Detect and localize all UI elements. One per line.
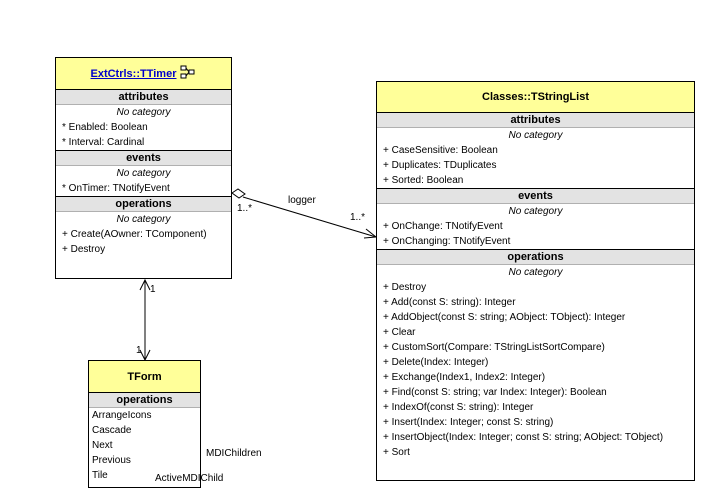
section-events: events	[56, 151, 231, 166]
operation-item: + Clear	[383, 327, 416, 338]
multiplicity-label: 1..*	[350, 212, 366, 223]
section-operations: operations	[377, 250, 694, 265]
operation-item: + Destroy	[383, 282, 427, 293]
active-mdi-child-label: ActiveMDIChild	[155, 473, 224, 484]
event-item: + OnChange: TNotifyEvent	[383, 221, 503, 232]
section-operations: operations	[89, 393, 200, 408]
class-title-link[interactable]: ExtCtrls::TTimer	[90, 67, 177, 80]
mdi-children-label: MDIChildren	[206, 448, 262, 459]
multiplicity-label: 1	[136, 345, 142, 356]
category-label: No category	[508, 130, 563, 141]
attribute-item: * Enabled: Boolean	[62, 122, 148, 133]
class-ttimer[interactable]: ExtCtrls::TTimer attributes No category …	[55, 57, 232, 279]
class-tform[interactable]: TForm operations ArrangeIcons Cascade Ne…	[88, 360, 201, 488]
event-item: + OnChanging: TNotifyEvent	[383, 236, 511, 247]
component-icon	[180, 65, 196, 82]
operation-item: + Create(AOwner: TComponent)	[62, 229, 207, 240]
section-operations: operations	[56, 197, 231, 212]
operation-item: + IndexOf(const S: string): Integer	[383, 402, 534, 413]
aggregation-diamond	[231, 188, 246, 199]
operation-item: Next	[92, 440, 113, 451]
section-attributes: attributes	[377, 113, 694, 128]
attribute-item: + Duplicates: TDuplicates	[383, 160, 497, 171]
section-attributes: attributes	[56, 90, 231, 105]
category-label: No category	[116, 168, 171, 179]
operation-item: Previous	[92, 455, 131, 466]
operation-item: + Insert(Index: Integer; const S: string…	[383, 417, 554, 428]
operation-item: + Add(const S: string): Integer	[383, 297, 516, 308]
category-label: No category	[508, 206, 563, 217]
category-label: No category	[116, 214, 171, 225]
attribute-item: * Interval: Cardinal	[62, 137, 145, 148]
operation-item: Tile	[92, 470, 108, 481]
category-label: No category	[508, 267, 563, 278]
operation-item: + Exchange(Index1, Index2: Integer)	[383, 372, 546, 383]
multiplicity-label: 1..*	[237, 203, 253, 214]
operation-item: + CustomSort(Compare: TStringListSortCom…	[383, 342, 605, 353]
section-events: events	[377, 189, 694, 204]
logger-role-label: logger	[288, 195, 316, 206]
class-header: Classes::TStringList	[377, 82, 694, 113]
class-tstringlist[interactable]: Classes::TStringList attributes No categ…	[376, 81, 695, 481]
operation-item: + InsertObject(Index: Integer; const S: …	[383, 432, 664, 443]
event-item: * OnTimer: TNotifyEvent	[62, 183, 170, 194]
logger-association-line	[242, 196, 377, 238]
operation-item: Cascade	[92, 425, 132, 436]
operation-item: ArrangeIcons	[92, 410, 152, 421]
operation-item: + Find(const S: string; var Index: Integ…	[383, 387, 607, 398]
operation-item: + Destroy	[62, 244, 106, 255]
timer-arrowhead	[139, 278, 151, 291]
attribute-item: + Sorted: Boolean	[383, 175, 464, 186]
category-label: No category	[116, 107, 171, 118]
attribute-item: + CaseSensitive: Boolean	[383, 145, 498, 156]
multiplicity-label: 1	[150, 284, 156, 295]
class-header: ExtCtrls::TTimer	[56, 58, 231, 90]
operation-item: + Delete(Index: Integer)	[383, 357, 489, 368]
operation-item: + Sort	[383, 447, 410, 458]
operation-item: + AddObject(const S: string; AObject: TO…	[383, 312, 626, 323]
class-header: TForm	[89, 361, 200, 393]
